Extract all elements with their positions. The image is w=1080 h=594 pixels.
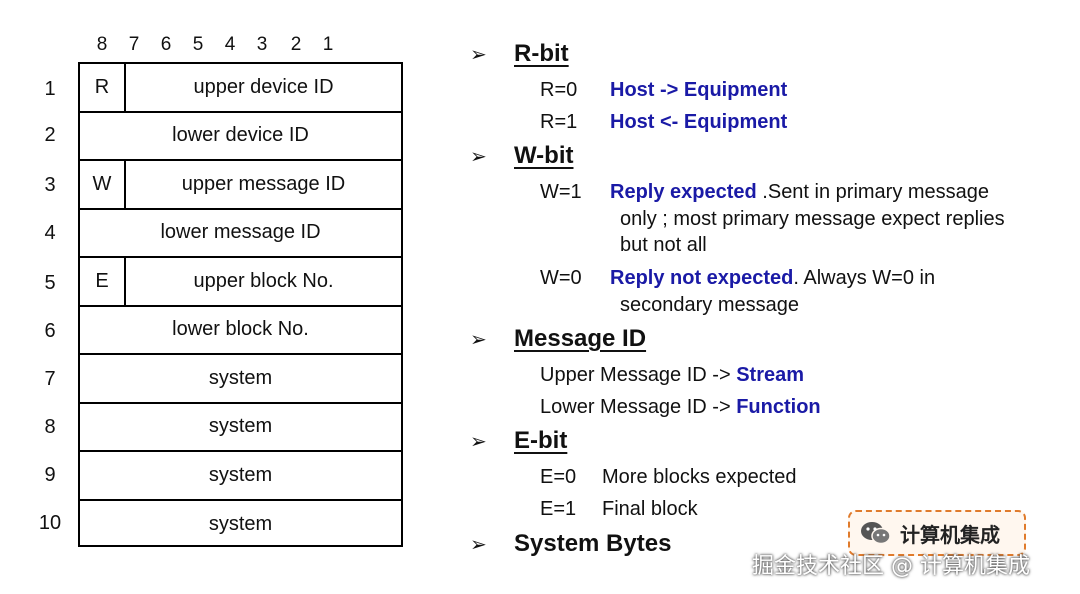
e1-line: E=1 Final block [540, 498, 698, 521]
flag-cell-r: R [80, 64, 126, 111]
table-row: lower device ID [80, 113, 401, 161]
bullet-arrow-icon: ➢ [470, 328, 487, 351]
field-cell: lower device ID [172, 124, 309, 147]
e1-key: E=1 [540, 498, 577, 520]
section-message-id: ➢ Message ID [470, 325, 646, 353]
bit-number: 2 [290, 34, 302, 55]
wechat-icon [860, 520, 892, 546]
row-number: 4 [44, 222, 56, 244]
table-row: system [80, 452, 401, 501]
field-cell: lower message ID [160, 221, 321, 244]
w0-value: Reply not expected [610, 267, 794, 289]
explanation-panel: ➢ R-bit R=0 Host -> Equipment R=1 Host <- … [470, 0, 1070, 594]
bit-number: 1 [322, 34, 334, 55]
bit-number: 6 [160, 34, 172, 55]
r0-line: R=0 Host -> Equipment [540, 79, 787, 102]
table-row: system [80, 501, 401, 550]
table-row: W upper message ID [80, 161, 401, 210]
row-number: 2 [44, 124, 56, 146]
w1-value: Reply expected [610, 181, 757, 203]
bullet-arrow-icon: ➢ [470, 430, 487, 453]
row-number: 6 [44, 320, 56, 342]
w1-line-2: only ; most primary message expect repli… [620, 208, 1005, 230]
field-cell: upper block No. [193, 269, 334, 292]
r1-key: R=1 [540, 111, 578, 133]
upper-msgid-text: Upper Message ID -> [540, 364, 737, 386]
w1-line: W=1 Reply expected .Sent in primary messa… [540, 181, 989, 204]
table-row: E upper block No. [80, 258, 401, 307]
w0-line-2: secondary message [620, 294, 799, 316]
bit-number-header: 8 7 6 5 4 3 2 1 [90, 34, 340, 60]
bit-number: 8 [96, 34, 108, 55]
r1-value: Host <- Equipment [610, 111, 788, 133]
lower-msgid-line: Lower Message ID -> Function [540, 396, 821, 419]
watermark: 掘金技术社区 @ 计算机集成 [752, 554, 1030, 579]
bullet-arrow-icon: ➢ [470, 43, 487, 66]
bit-number: 4 [224, 34, 236, 55]
bit-number: 7 [128, 34, 140, 55]
w0-key: W=0 [540, 267, 582, 289]
flag-cell-e: E [80, 258, 126, 305]
r0-key: R=0 [540, 79, 578, 101]
e0-value: More blocks expected [602, 466, 797, 488]
lower-msgid-value: Function [736, 396, 821, 418]
account-stamp: 计算机集成 [848, 510, 1026, 556]
section-title: W-bit [514, 142, 574, 169]
field-cell: lower block No. [172, 318, 309, 341]
table-row: system [80, 404, 401, 452]
table-row: system [80, 355, 401, 404]
row-number: 10 [38, 512, 62, 534]
field-cell: system [208, 463, 273, 486]
w1-line-3: but not all [620, 234, 707, 256]
lower-msgid-text: Lower Message ID -> [540, 396, 737, 418]
row-number: 5 [44, 272, 56, 294]
r1-line: R=1 Host <- Equipment [540, 111, 787, 134]
table-row: lower block No. [80, 307, 401, 355]
stamp-text: 计算机集成 [900, 522, 1000, 547]
section-title: System Bytes [514, 530, 672, 557]
e0-key: E=0 [540, 466, 577, 488]
field-cell: upper message ID [181, 172, 346, 195]
w1-rest: .Sent in primary message [756, 181, 990, 203]
message-header-table: R upper device ID lower device ID W uppe… [78, 62, 403, 547]
w0-line: W=0 Reply not expected. Always W=0 in [540, 267, 935, 290]
section-title: E-bit [514, 427, 568, 454]
row-number: 1 [44, 78, 56, 100]
section-system-bytes: ➢ System Bytes [470, 530, 671, 558]
field-cell: system [208, 513, 273, 536]
section-title: R-bit [514, 40, 569, 67]
row-number: 7 [44, 368, 56, 390]
bit-number: 5 [192, 34, 204, 55]
section-title: Message ID [514, 325, 647, 352]
w1-key: W=1 [540, 181, 582, 203]
section-w-bit: ➢ W-bit [470, 142, 573, 170]
field-cell: system [208, 366, 273, 389]
section-e-bit: ➢ E-bit [470, 427, 567, 455]
field-cell: system [208, 415, 273, 438]
bullet-arrow-icon: ➢ [470, 533, 487, 556]
e0-line: E=0 More blocks expected [540, 466, 797, 489]
flag-cell-w: W [80, 161, 126, 208]
upper-msgid-line: Upper Message ID -> Stream [540, 364, 804, 387]
w0-rest: . Always W=0 in [793, 267, 936, 289]
bit-number: 3 [256, 34, 268, 55]
bullet-arrow-icon: ➢ [470, 145, 487, 168]
row-number: 3 [44, 174, 56, 196]
e1-value: Final block [602, 498, 698, 520]
table-row: R upper device ID [80, 64, 401, 113]
row-number: 8 [44, 416, 56, 438]
row-number: 9 [44, 464, 56, 486]
upper-msgid-value: Stream [736, 364, 805, 386]
r0-value: Host -> Equipment [610, 79, 788, 101]
table-row: lower message ID [80, 210, 401, 258]
field-cell: upper device ID [193, 75, 334, 98]
section-r-bit: ➢ R-bit [470, 40, 569, 68]
